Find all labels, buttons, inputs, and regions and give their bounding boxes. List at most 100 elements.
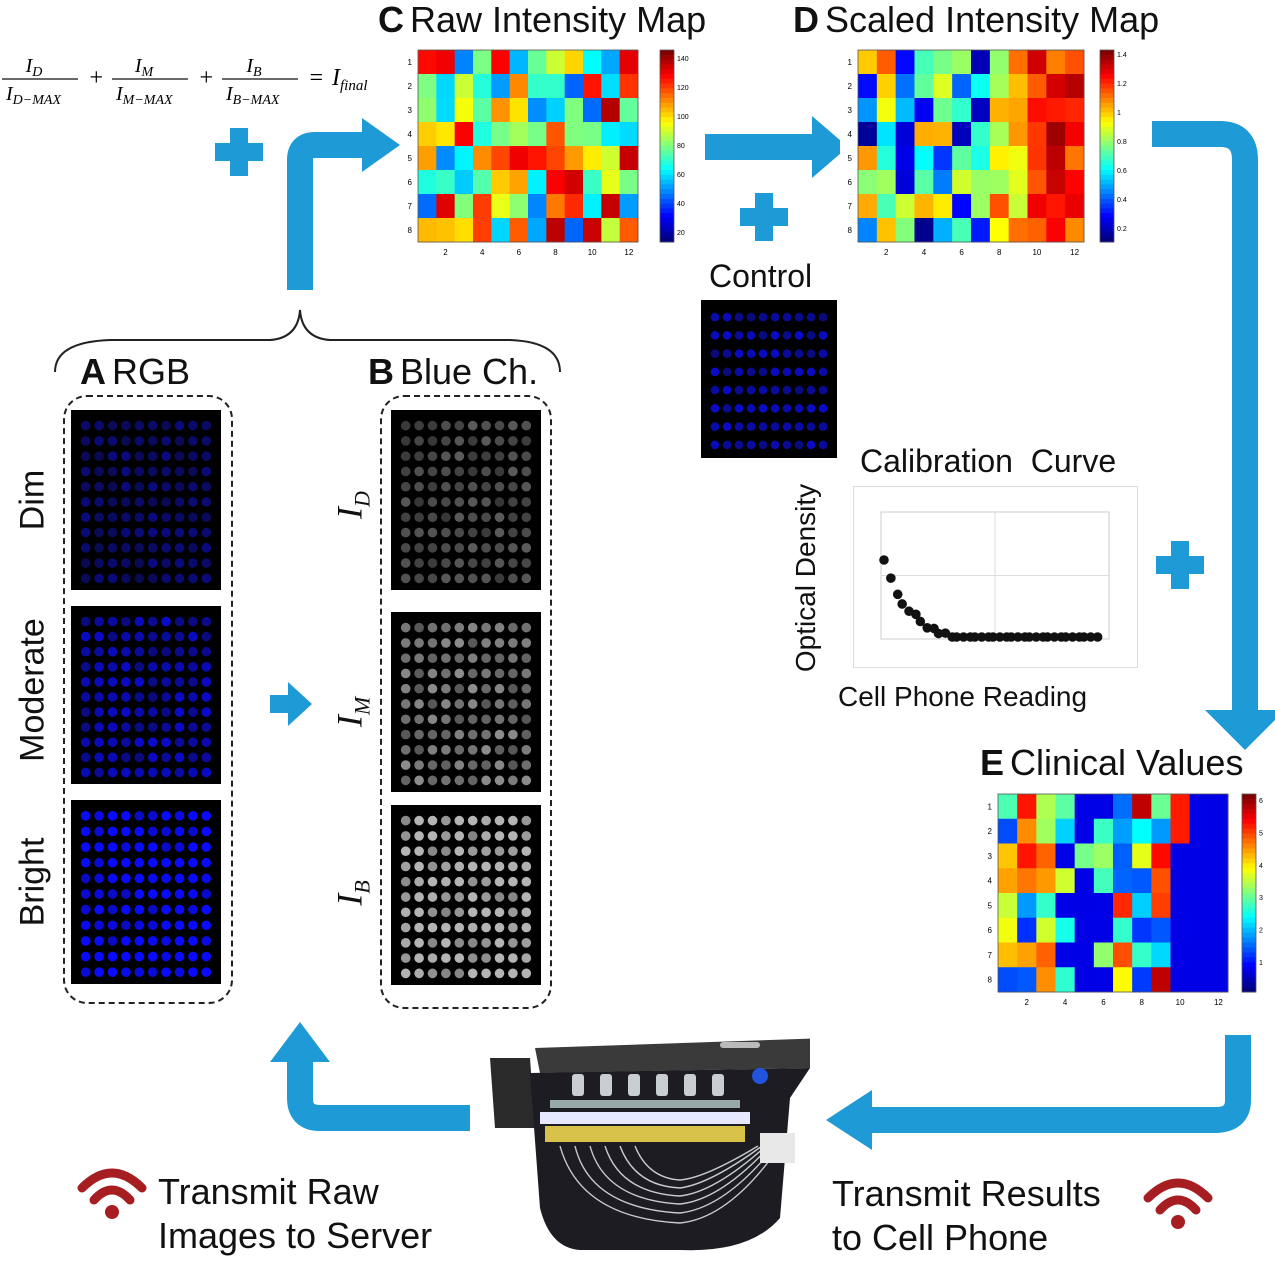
calibration-point (988, 632, 998, 642)
heatmap-cell (1065, 98, 1085, 123)
col-tick-label: 12 (624, 248, 633, 257)
heatmap-cell (1074, 942, 1095, 968)
heatmap-cell (1017, 917, 1037, 943)
calibration-point (897, 599, 907, 609)
colorbar-tick-label: 40 (677, 201, 685, 208)
heatmap-cell (601, 50, 621, 75)
heatmap-cell (1170, 893, 1191, 919)
heatmap-cell (454, 218, 474, 243)
heatmap-cell (1017, 794, 1037, 820)
channel-label-dim: ID (329, 491, 375, 519)
heatmap-cell (1008, 50, 1028, 75)
plus-icon (215, 128, 263, 176)
heatmap-cell (1113, 917, 1133, 943)
heatmap-cell (933, 170, 953, 195)
heatmap-cell (876, 146, 897, 171)
heatmap-cell (952, 170, 972, 195)
heatmap-cell (1189, 818, 1210, 844)
heatmap-cell (914, 50, 934, 75)
heatmap-cell (1093, 942, 1114, 968)
heatmap-cell (583, 74, 602, 99)
calibration-point (1006, 632, 1016, 642)
heatmap-cell (952, 194, 972, 219)
heatmap-cell (601, 74, 621, 99)
rgb-panel-box (63, 395, 233, 1004)
colorbar (659, 49, 675, 243)
heatmap-cell (914, 170, 934, 195)
heatmap-cell (509, 194, 529, 219)
row-tick-label: 6 (848, 178, 853, 187)
control-image (701, 300, 837, 458)
heatmap-cell (1189, 868, 1210, 894)
heatmap-cell (619, 170, 639, 195)
heatmap-cell (1151, 843, 1171, 869)
heatmap-cell (1008, 218, 1028, 243)
formula-denominator: IM−MAX (115, 83, 173, 108)
heatmap-cell (546, 122, 566, 147)
col-tick-label: 4 (480, 248, 485, 257)
rgb-image-dim (71, 410, 221, 590)
heatmap-cell (858, 50, 878, 75)
col-tick-label: 4 (922, 248, 927, 257)
heatmap-cell (509, 74, 529, 99)
heatmap-cell (528, 194, 547, 219)
heatmap-cell (989, 122, 1010, 147)
heatmap-cell (418, 218, 437, 243)
col-tick-label: 6 (1101, 998, 1106, 1007)
colorbar-tick-label: 4 (1259, 863, 1263, 870)
heatmap-cell (564, 146, 584, 171)
col-tick-label: 4 (1063, 998, 1068, 1007)
row-tick-label: 4 (988, 877, 993, 886)
col-tick-label: 2 (1025, 998, 1030, 1007)
heatmap-cell (1208, 917, 1229, 943)
heatmap-cell (473, 122, 492, 147)
heatmap-cell (989, 74, 1010, 99)
heatmap-cell (546, 50, 566, 75)
heatmap-cell (1151, 917, 1171, 943)
heatmap-cell (436, 74, 456, 99)
heatmap-cell (454, 74, 474, 99)
heatmap-cell (1132, 818, 1152, 844)
wifi-icon (77, 1168, 147, 1219)
colorbar-tick-label: 1 (1259, 960, 1263, 967)
heatmap-cell (1017, 967, 1037, 993)
col-tick-label: 2 (443, 248, 448, 257)
heatmap-cell (914, 98, 934, 123)
heatmap-cell (1055, 794, 1076, 820)
heatmap-cell (418, 170, 437, 195)
calibration-title: Calibration Curve (860, 443, 1117, 479)
heatmap-cell (1113, 818, 1133, 844)
heatmap-cell (895, 146, 915, 171)
heatmap-cell (1170, 868, 1191, 894)
heatmap-cell (1074, 818, 1095, 844)
col-tick-label: 6 (959, 248, 964, 257)
formula-numerator: IB (245, 55, 262, 80)
heatmap-cell (509, 50, 529, 75)
colorbar-tick-label: 0.2 (1117, 226, 1127, 233)
heatmap-cell (1132, 868, 1152, 894)
formula-denominator: IB−MAX (225, 83, 280, 108)
heatmap-cell (601, 218, 621, 243)
heatmap-cell (1065, 122, 1085, 147)
heatmap-cell (1008, 98, 1028, 123)
heatmap-cell (509, 122, 529, 147)
heatmap-cell (933, 50, 953, 75)
heatmap-cell (619, 218, 639, 243)
col-tick-label: 6 (517, 248, 522, 257)
heatmap-cell (1008, 194, 1028, 219)
blue-image-bright (391, 805, 541, 985)
col-tick-label: 8 (997, 248, 1002, 257)
colorbar-tick-label: 20 (677, 230, 685, 237)
heatmap-cell (546, 146, 566, 171)
heatmap-cell (546, 170, 566, 195)
heatmap-cell (895, 98, 915, 123)
heatmap-cell (1027, 170, 1047, 195)
heatmap-cell (1208, 843, 1229, 869)
col-tick-label: 10 (1032, 248, 1041, 257)
heatmap-cell (1074, 967, 1095, 993)
